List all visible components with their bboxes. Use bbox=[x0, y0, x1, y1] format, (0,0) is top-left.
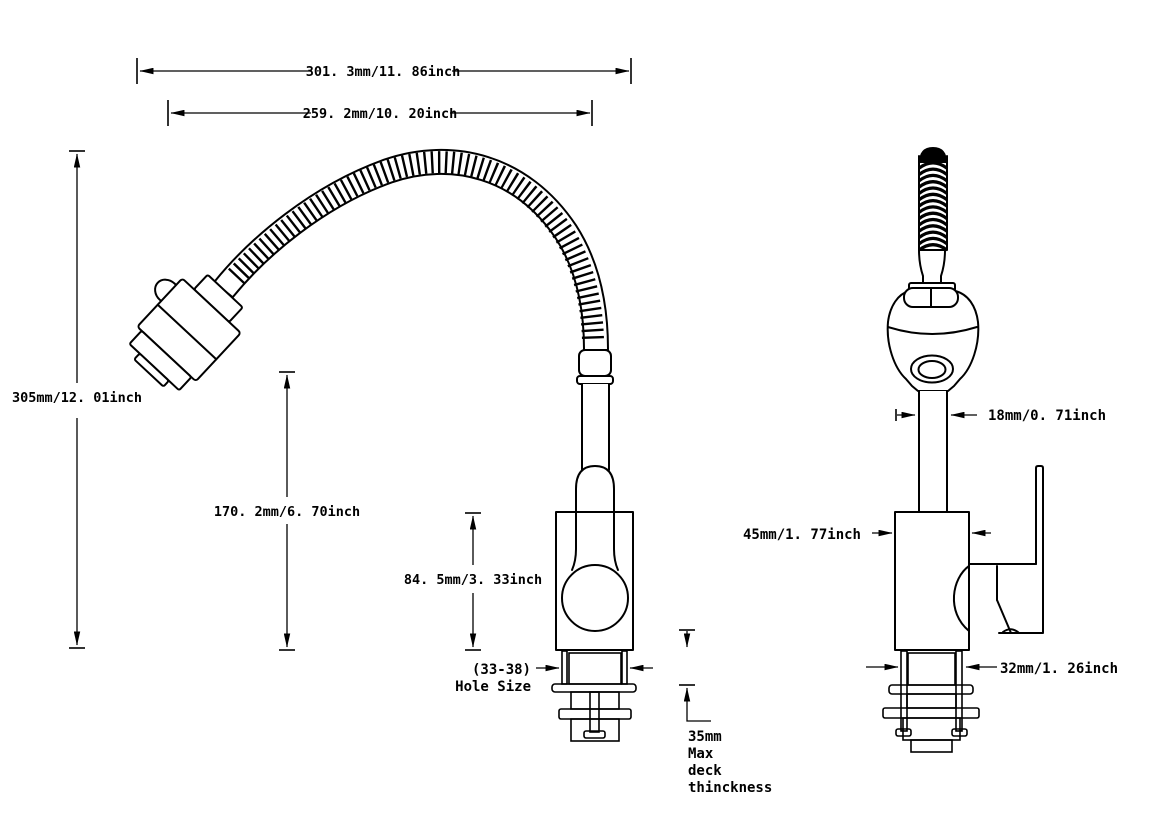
spout-diameter-label: 18mm/0. 71inch bbox=[988, 408, 1106, 424]
deck-note-line1: 35mm bbox=[688, 729, 722, 745]
threaded-stud bbox=[589, 691, 600, 733]
faucet-body-side bbox=[555, 511, 634, 651]
hole-size-annotation: (33-38) Hole Size bbox=[455, 662, 653, 695]
deck-note-line3: deck bbox=[688, 763, 722, 779]
dim-spout-diameter: 18mm/0. 71inch bbox=[895, 408, 1106, 424]
mounting-hardware-front bbox=[882, 650, 980, 753]
spout-pipe-front bbox=[918, 390, 948, 513]
dim-base-diameter: 32mm/1. 26inch bbox=[866, 661, 1118, 677]
hose-top-icon bbox=[918, 147, 948, 252]
ball-joint bbox=[561, 564, 629, 632]
dim-overall-height: 305mm/12. 01inch bbox=[12, 150, 142, 649]
side-view: 301. 3mm/11. 86inch 259. 2mm/10. 20inch … bbox=[12, 58, 772, 796]
hole-size-line2: Hole Size bbox=[455, 679, 531, 695]
deck-note-line2: Max bbox=[688, 746, 714, 762]
dim-body-height: 84. 5mm/3. 33inch bbox=[404, 512, 542, 651]
hole-size-line1: (33-38) bbox=[472, 662, 531, 678]
overall-width-label: 301. 3mm/11. 86inch bbox=[306, 64, 460, 80]
hose-length-label: 259. 2mm/10. 20inch bbox=[303, 106, 457, 122]
spout-connector bbox=[575, 349, 615, 514]
deck-note-line4: thinckness bbox=[688, 780, 772, 796]
sprayer-head-side bbox=[129, 274, 243, 391]
handle-lever bbox=[953, 465, 1044, 634]
base-diameter-label: 32mm/1. 26inch bbox=[1000, 661, 1118, 677]
overall-height-label: 305mm/12. 01inch bbox=[12, 390, 142, 406]
mounting-hardware-side bbox=[551, 650, 637, 742]
dim-spout-clearance: 170. 2mm/6. 70inch bbox=[214, 371, 360, 651]
nozzle-inner bbox=[917, 360, 947, 379]
flexible-hose-icon bbox=[211, 148, 609, 362]
nozzle bbox=[134, 353, 170, 387]
body-width-label: 45mm/1. 77inch bbox=[743, 527, 861, 543]
sprayer-head-front bbox=[886, 249, 980, 392]
spout-clearance-label: 170. 2mm/6. 70inch bbox=[214, 504, 360, 520]
dim-overall-width: 301. 3mm/11. 86inch bbox=[136, 58, 632, 84]
dim-hose-length: 259. 2mm/10. 20inch bbox=[167, 100, 593, 126]
body-height-label: 84. 5mm/3. 33inch bbox=[404, 572, 542, 588]
front-view: 18mm/0. 71inch 45mm/1. 77inch 32mm/1. 26… bbox=[743, 147, 1118, 753]
deck-thickness-annotation: 35mm Max deck thinckness bbox=[679, 629, 772, 796]
dim-body-width: 45mm/1. 77inch bbox=[743, 527, 991, 543]
